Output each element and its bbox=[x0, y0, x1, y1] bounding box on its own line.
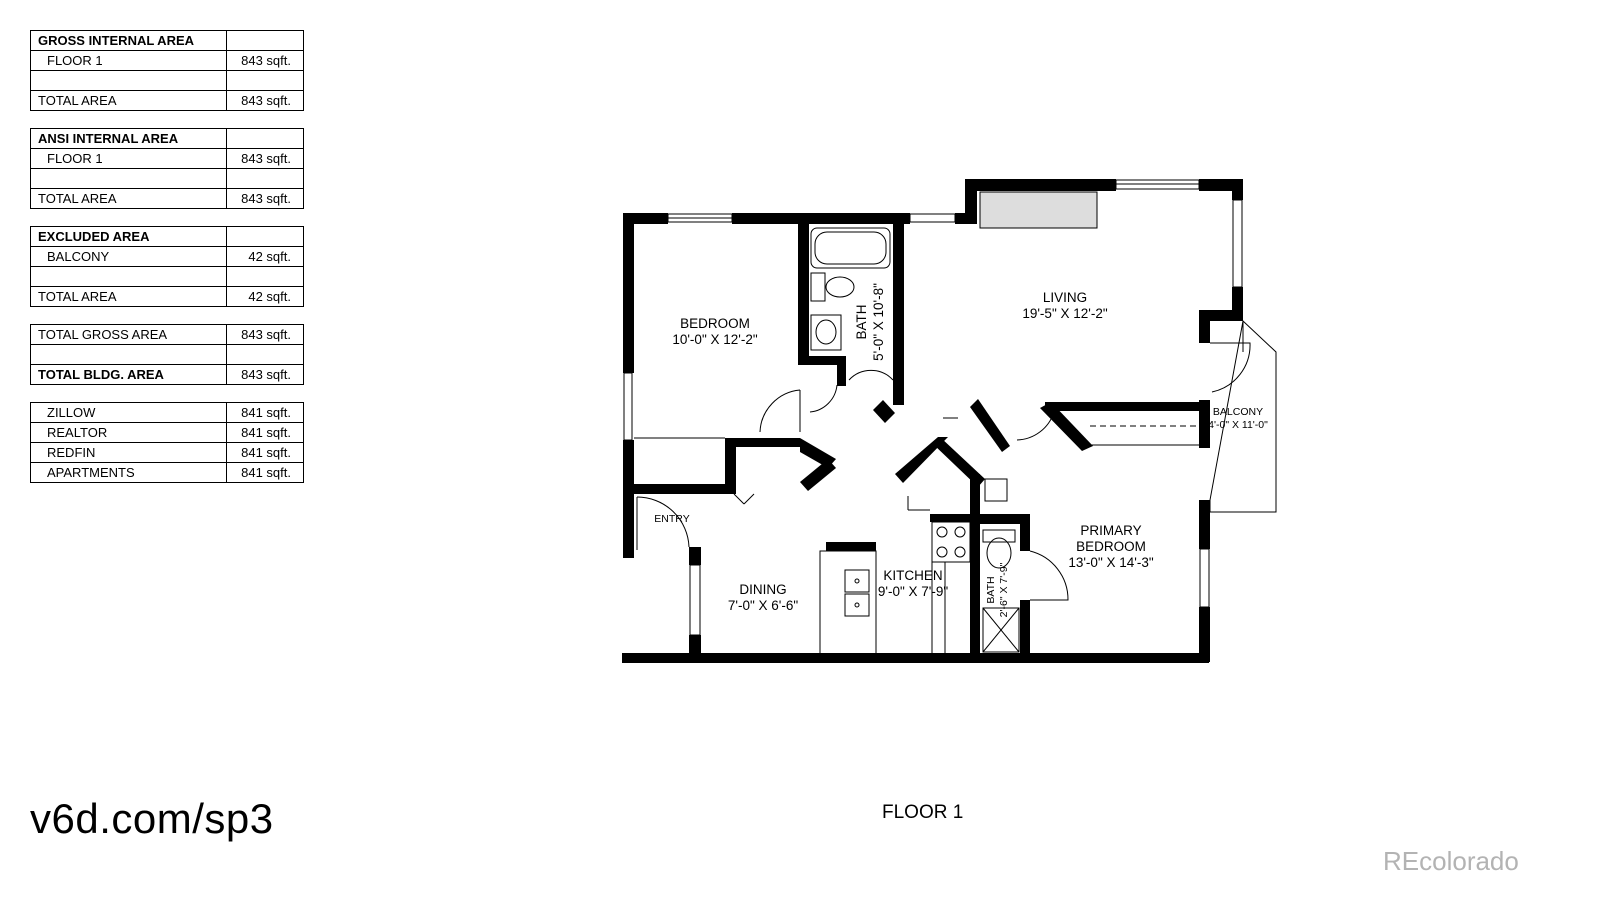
table-header: ANSI INTERNAL AREA bbox=[30, 128, 227, 149]
exterior-walls bbox=[622, 179, 1243, 663]
row-label: APARTMENTS bbox=[30, 462, 227, 483]
row-value: 843 sqft. bbox=[226, 364, 304, 385]
bath1-label: BATH bbox=[854, 304, 869, 339]
living-label: LIVING bbox=[1043, 290, 1087, 305]
kitchen-label: KITCHEN bbox=[883, 568, 942, 583]
bedroom-dims: 10'-0" X 12'-2" bbox=[672, 332, 757, 347]
row-value: 841 sqft. bbox=[226, 402, 304, 423]
primary-bedroom-dims: 13'-0" X 14'-3" bbox=[1068, 555, 1153, 570]
living-dims: 19'-5" X 12'-2" bbox=[1022, 306, 1107, 321]
row-value: 843 sqft. bbox=[226, 90, 304, 111]
row-value: 843 sqft. bbox=[226, 188, 304, 209]
bath1-dims: 5'-0" X 10'-8" bbox=[871, 283, 886, 361]
bedroom-label: BEDROOM bbox=[680, 316, 750, 331]
primary-bedroom-label-1: PRIMARY bbox=[1080, 523, 1141, 538]
interior-walls bbox=[630, 224, 1205, 661]
row-value: 841 sqft. bbox=[226, 422, 304, 443]
fixtures bbox=[623, 179, 1277, 655]
row-value: 843 sqft. bbox=[226, 324, 304, 345]
row-label: TOTAL BLDG. AREA bbox=[30, 364, 227, 385]
dining-label: DINING bbox=[739, 582, 786, 597]
balcony-dims: 4'-0" X 11'-0" bbox=[1208, 419, 1268, 431]
entry-label: ENTRY bbox=[654, 513, 689, 525]
site-url: v6d.com/sp3 bbox=[30, 795, 274, 842]
recolorado-watermark: REcolorado bbox=[1383, 846, 1519, 876]
row-value: 843 sqft. bbox=[226, 148, 304, 169]
balcony-label: BALCONY bbox=[1213, 406, 1263, 418]
primary-bedroom-label-2: BEDROOM bbox=[1076, 539, 1146, 554]
row-value: 841 sqft. bbox=[226, 462, 304, 483]
row-label: TOTAL AREA bbox=[30, 90, 227, 111]
kitchen-dims: 9'-0" X 7'-9" bbox=[878, 584, 948, 599]
row-label: TOTAL AREA bbox=[30, 286, 227, 307]
dining-dims: 7'-0" X 6'-6" bbox=[728, 598, 798, 613]
row-label: TOTAL AREA bbox=[30, 188, 227, 209]
bath2-label: BATH bbox=[985, 576, 997, 603]
bath2-dims: 2'-6" X 7'-9" bbox=[998, 562, 1010, 617]
floor-caption: FLOOR 1 bbox=[882, 802, 964, 823]
row-value: 42 sqft. bbox=[226, 286, 304, 307]
room-labels: BEDROOM 10'-0" X 12'-2" BATH 5'-0" X 10'… bbox=[654, 283, 1268, 617]
